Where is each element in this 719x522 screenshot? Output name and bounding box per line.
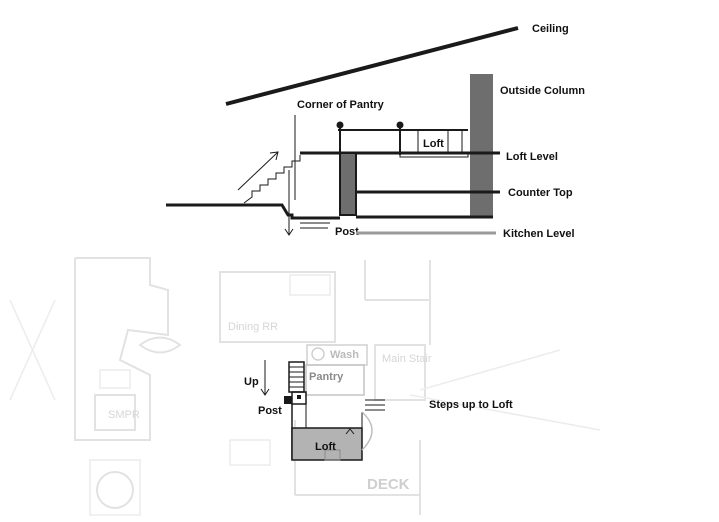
post-cap xyxy=(336,121,344,129)
outside-column-label: Outside Column xyxy=(500,85,585,97)
faded-stair xyxy=(374,344,426,401)
door-swing xyxy=(361,411,373,451)
pantry-room xyxy=(305,364,365,396)
post-label-plan: Post xyxy=(258,405,282,417)
steps-up-to-loft-label: Steps up to Loft xyxy=(429,399,513,411)
ceiling-line xyxy=(225,26,519,106)
corner-of-pantry-label: Corner of Pantry xyxy=(297,99,385,111)
section-view: Ceiling Outside Column Corner of Pantry … xyxy=(166,23,585,240)
landing-mark xyxy=(297,395,301,399)
faded-fixture xyxy=(89,459,141,516)
loft-arrow xyxy=(345,428,355,435)
faded-fixture xyxy=(94,394,136,431)
loft-detail xyxy=(324,449,341,461)
loft-area xyxy=(291,427,363,461)
faded-tub xyxy=(138,336,182,354)
faded-room-label: Main Stair xyxy=(382,353,432,365)
outside-column xyxy=(470,74,493,217)
faded-line xyxy=(419,349,561,391)
post xyxy=(339,152,357,216)
faded-line xyxy=(9,299,56,401)
loft-label-plan: Loft xyxy=(315,441,336,453)
kitchen-level-label: Kitchen Level xyxy=(503,228,575,240)
loft-label-section: Loft xyxy=(423,138,444,150)
faded-room xyxy=(219,271,336,343)
loft-steps xyxy=(243,155,301,204)
faded-fixture xyxy=(229,439,271,466)
faded-wall-left xyxy=(74,257,169,441)
faded-line xyxy=(409,394,601,431)
level-arrow-head xyxy=(284,228,294,236)
counter-top-label: Counter Top xyxy=(508,187,573,199)
floor-profile xyxy=(166,203,340,220)
wash-label: Wash xyxy=(330,349,359,361)
stair-arrow-shaft xyxy=(237,151,279,191)
wash-circle xyxy=(311,347,325,361)
faded-fixture xyxy=(289,274,331,296)
faded-circle xyxy=(96,471,134,509)
pantry-label: Pantry xyxy=(309,371,344,383)
up-label: Up xyxy=(244,376,259,388)
up-arrow-head xyxy=(260,388,270,396)
post-cap xyxy=(396,121,404,129)
stair-arrow-head xyxy=(269,151,279,161)
plan-view: Wash Pantry Up Post Loft Steps up to xyxy=(244,344,513,493)
post-label-section: Post xyxy=(335,226,359,238)
ceiling-label: Ceiling xyxy=(532,23,569,35)
faded-fixture xyxy=(99,369,131,389)
faded-floor-plan: Dining RR Main Stair SMPR xyxy=(9,257,601,516)
loft-level-label: Loft Level xyxy=(506,151,558,163)
deck-label: DECK xyxy=(367,476,410,493)
post-marker-plan xyxy=(284,396,292,404)
faded-room-label: Dining RR xyxy=(228,321,278,333)
faded-room-label: SMPR xyxy=(108,409,140,421)
